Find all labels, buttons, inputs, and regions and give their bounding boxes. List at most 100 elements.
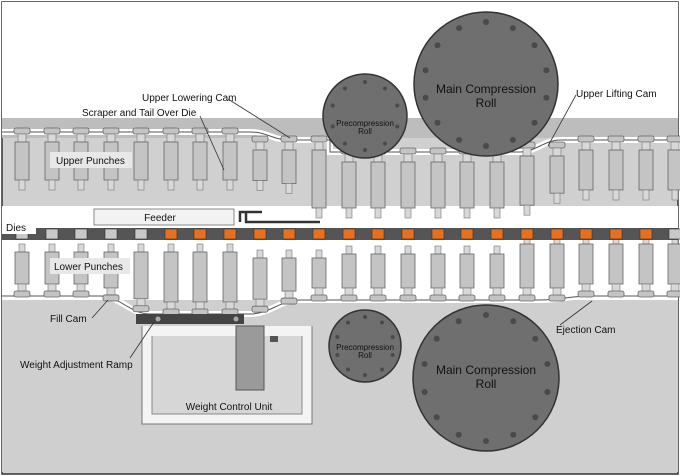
lower-punch-barrel bbox=[667, 243, 680, 285]
upper-punch-tip bbox=[256, 180, 264, 191]
precompression-roll-bottom: Precompression Roll bbox=[328, 309, 402, 383]
upper-punch-neck bbox=[195, 133, 205, 143]
lower-punch-barrel bbox=[133, 251, 149, 300]
upper-punch-neck bbox=[47, 133, 57, 143]
lower-cam-track-line bbox=[2, 295, 676, 315]
dies-group bbox=[15, 228, 680, 240]
upper-punch-barrel bbox=[430, 161, 446, 209]
upper-punch-barrel bbox=[608, 149, 624, 191]
die-table bbox=[2, 228, 678, 240]
upper-punch-barrel bbox=[14, 141, 30, 181]
main-compression-roll-top: Main Compression Roll bbox=[413, 11, 559, 157]
roll-bolt bbox=[433, 335, 440, 342]
upper-punch-neck bbox=[106, 133, 116, 143]
upper-punch-barrel bbox=[252, 149, 268, 181]
upper-lowering-cam-leader bbox=[227, 98, 291, 139]
roll-bolt bbox=[455, 318, 462, 325]
upper-cam-track-line bbox=[2, 131, 676, 153]
lower-punch-tip bbox=[226, 243, 234, 253]
precompression-roll-top-label-1: Precompression bbox=[336, 119, 394, 128]
lower-punch-head bbox=[43, 290, 61, 298]
roll-bolt bbox=[531, 42, 538, 49]
roll-bolt bbox=[380, 367, 384, 372]
ramp-bolt bbox=[155, 316, 161, 322]
weight-control-sensor bbox=[270, 336, 278, 342]
roll-bolt bbox=[421, 361, 428, 367]
upper-punch-barrel bbox=[311, 149, 327, 209]
roll-bolt bbox=[531, 119, 538, 126]
roll-bolt bbox=[543, 94, 550, 101]
upper-punch-barrel bbox=[400, 161, 416, 209]
upper-punch-head bbox=[251, 135, 269, 143]
roll-bolt bbox=[335, 353, 340, 357]
lower-punch-barrel bbox=[549, 243, 565, 289]
roll-bolt bbox=[330, 124, 335, 129]
main-compression-roll-top-label-2: Roll bbox=[476, 96, 497, 110]
upper-punch-tip bbox=[315, 207, 323, 219]
upper-punch-neck bbox=[255, 141, 265, 151]
upper-punch-head bbox=[162, 127, 180, 135]
upper-punch-tip bbox=[77, 179, 85, 191]
upper-punch-tip bbox=[107, 179, 115, 191]
upper-punch-head bbox=[221, 127, 239, 135]
lower-punch-barrel bbox=[370, 253, 386, 289]
roll-bolt bbox=[390, 335, 395, 339]
upper-punch-barrel bbox=[549, 155, 565, 194]
lower-punch-head bbox=[340, 294, 358, 302]
roll-bolt bbox=[544, 361, 551, 367]
lower-punch-head bbox=[280, 297, 298, 305]
roll-bolt bbox=[330, 103, 335, 108]
ejection-cam-label: Ejection Cam bbox=[556, 325, 615, 336]
roll-bolt bbox=[363, 315, 367, 319]
lower-punch-tip bbox=[345, 245, 353, 255]
roll-bolt bbox=[543, 67, 550, 74]
upper-punch-neck bbox=[76, 133, 86, 143]
upper-punch-tip bbox=[285, 183, 293, 194]
lower-punch-head bbox=[399, 294, 417, 302]
upper-punch-neck bbox=[17, 133, 27, 143]
roll-bolt bbox=[390, 353, 395, 357]
lower-punch-head bbox=[577, 290, 595, 298]
scraper-leader bbox=[199, 115, 225, 171]
roll-bolt bbox=[483, 312, 489, 318]
die-with-granulate bbox=[609, 228, 623, 240]
lower-punch-head bbox=[72, 290, 90, 298]
die-empty bbox=[104, 228, 118, 240]
upper-punch-neck bbox=[433, 153, 443, 163]
lower-punch-tip bbox=[374, 245, 382, 255]
roll-bolt bbox=[343, 86, 347, 91]
roll-bolt bbox=[395, 124, 400, 129]
upper-punch-neck bbox=[670, 141, 680, 151]
roll-bolt bbox=[510, 318, 517, 325]
lower-punches-label-bg bbox=[50, 258, 130, 274]
upper-punch-tip bbox=[48, 179, 56, 191]
upper-punch-barrel bbox=[638, 149, 654, 191]
upper-punch-barrel bbox=[163, 141, 179, 181]
roll-bolt bbox=[422, 67, 429, 74]
upper-punch-tip bbox=[582, 189, 590, 201]
upper-punch-tip bbox=[463, 207, 471, 219]
feeder-label: Feeder bbox=[144, 213, 176, 224]
upper-punch-tip bbox=[167, 179, 175, 191]
upper-punch-head bbox=[666, 135, 680, 143]
upper-punch-head bbox=[548, 141, 566, 149]
upper-punch-head bbox=[43, 127, 61, 135]
upper-punch-barrel bbox=[489, 161, 505, 209]
upper-punch-neck bbox=[403, 153, 413, 163]
lower-punches-label: Lower Punches bbox=[54, 262, 123, 273]
lower-punch-tip bbox=[463, 245, 471, 255]
lower-punch-barrel bbox=[638, 243, 654, 285]
lower-punch-head bbox=[518, 294, 536, 302]
lower-punch-tip bbox=[77, 243, 85, 253]
lower-punch-tip bbox=[315, 249, 323, 259]
main-compression-roll-bottom-label-1: Main Compression bbox=[436, 363, 536, 377]
upper-punch-neck bbox=[641, 141, 651, 151]
roll-bolt bbox=[509, 25, 516, 32]
lower-punch-tip bbox=[107, 243, 115, 253]
upper-punch-head bbox=[399, 147, 417, 155]
die-with-granulate bbox=[520, 228, 534, 240]
lower-punch-barrel bbox=[341, 253, 357, 289]
lower-punch-barrel bbox=[519, 243, 535, 289]
weight-adjustment-ramp-label: Weight Adjustment Ramp bbox=[20, 360, 133, 371]
